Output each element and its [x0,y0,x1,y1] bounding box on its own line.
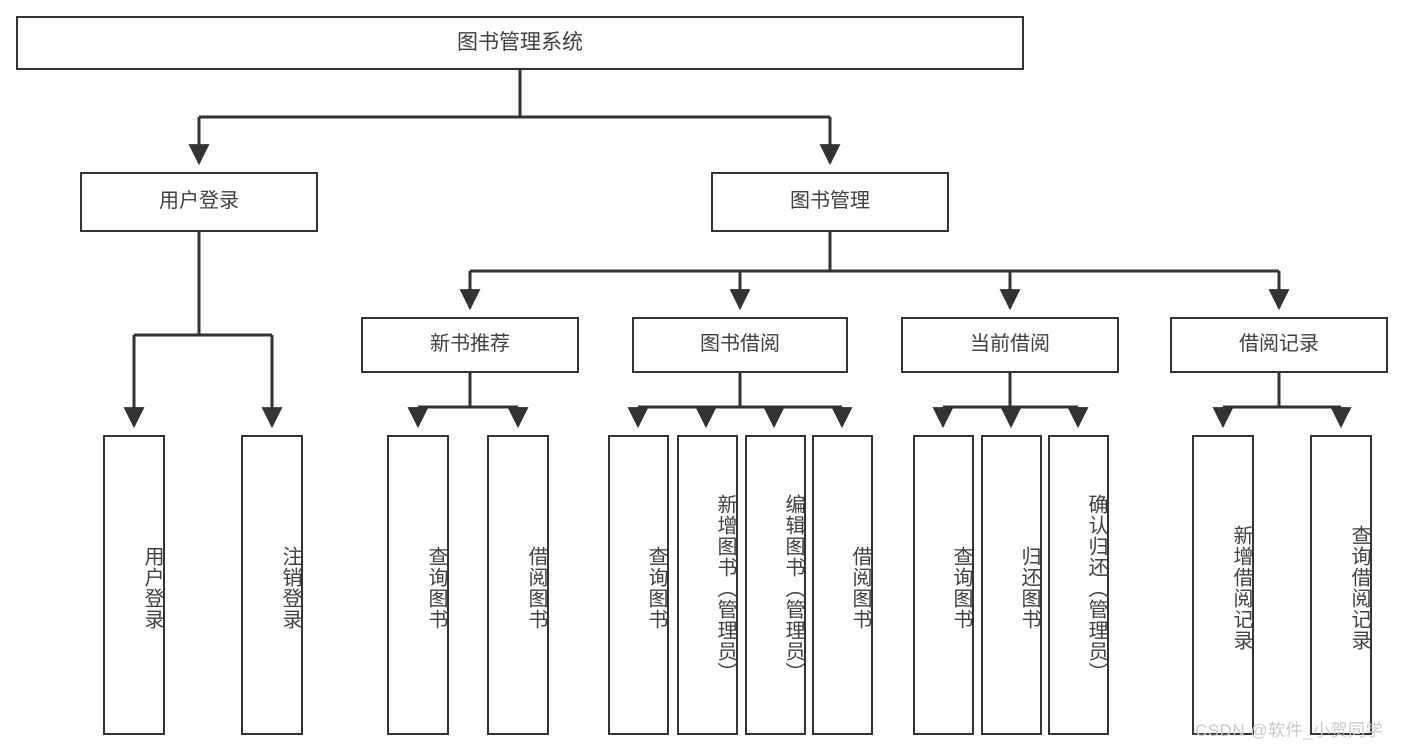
leaf-current-query-book-label: 查询图书 [950,546,972,630]
leaf-borrow-add-book[interactable]: 新增图书（管理员） [677,435,738,735]
node-borrow-records[interactable]: 借阅记录 [1170,317,1388,373]
node-current-borrow[interactable]: 当前借阅 [901,317,1119,373]
leaf-borrow-edit-book-label: 编辑图书（管理员） [782,493,804,683]
node-book-borrow-label: 图书借阅 [700,333,780,356]
node-user-login-label: 用户登录 [159,190,239,213]
leaf-user-login-label: 用户登录 [141,546,163,630]
leaf-user-logout-label: 注销登录 [279,546,301,630]
leaf-current-return-book-label: 归还图书 [1018,546,1040,630]
leaf-borrow-edit-book[interactable]: 编辑图书（管理员） [745,435,806,735]
leaf-borrow-add-book-label: 新增图书（管理员） [714,493,736,683]
node-borrow-records-label: 借阅记录 [1239,333,1319,356]
leaf-current-confirm-return[interactable]: 确认归还（管理员） [1048,435,1109,735]
leaf-records-add-label: 新增借阅记录 [1230,525,1252,651]
leaf-new-books-query[interactable]: 查询图书 [387,435,449,735]
node-new-book-recommend[interactable]: 新书推荐 [361,317,579,373]
leaf-borrow-lend-book-label: 借阅图书 [849,546,871,630]
node-book-borrow[interactable]: 图书借阅 [632,317,848,373]
csdn-watermark: CSDN @软件_小贺同学 [1195,721,1384,740]
leaf-records-query-label: 查询借阅记录 [1348,525,1370,651]
node-root-label: 图书管理系统 [457,30,583,54]
leaf-records-query[interactable]: 查询借阅记录 [1310,435,1372,735]
node-new-book-recommend-label: 新书推荐 [430,333,510,356]
leaf-new-books-borrow-label: 借阅图书 [525,546,547,630]
leaf-current-return-book[interactable]: 归还图书 [981,435,1042,735]
node-user-login[interactable]: 用户登录 [80,172,318,232]
node-current-borrow-label: 当前借阅 [970,333,1050,356]
leaf-user-login[interactable]: 用户登录 [103,435,165,735]
leaf-borrow-query-book[interactable]: 查询图书 [608,435,669,735]
leaf-borrow-lend-book[interactable]: 借阅图书 [812,435,873,735]
leaf-records-add[interactable]: 新增借阅记录 [1192,435,1254,735]
node-root[interactable]: 图书管理系统 [16,16,1024,70]
node-book-management[interactable]: 图书管理 [711,172,949,232]
leaf-new-books-borrow[interactable]: 借阅图书 [487,435,549,735]
leaf-current-confirm-return-label: 确认归还（管理员） [1085,493,1107,683]
node-book-management-label: 图书管理 [790,190,870,213]
leaf-new-books-query-label: 查询图书 [425,546,447,630]
leaf-current-query-book[interactable]: 查询图书 [913,435,974,735]
leaf-user-logout[interactable]: 注销登录 [241,435,303,735]
leaf-borrow-query-book-label: 查询图书 [645,546,667,630]
